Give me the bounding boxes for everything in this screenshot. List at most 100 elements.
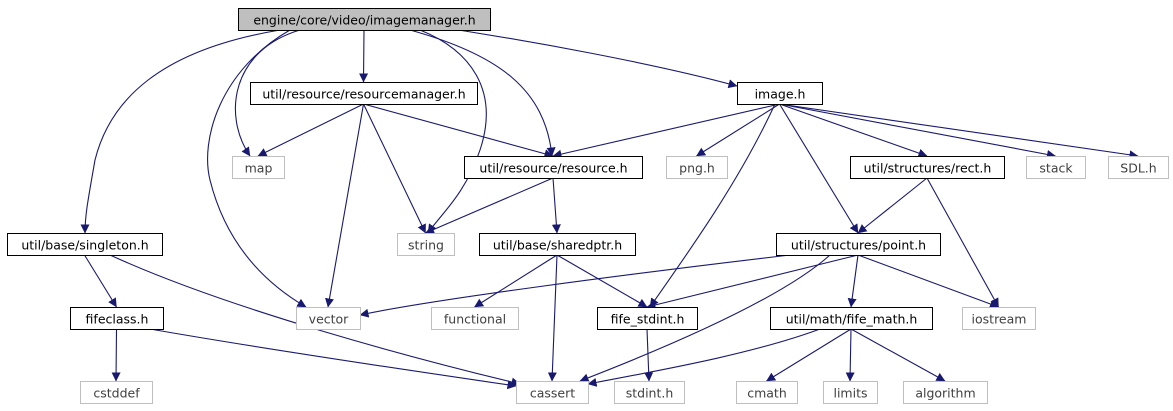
node-label: SDL.h [1120, 161, 1156, 176]
edge-imagemanager-to-resourcemanager [359, 29, 369, 83]
node-box [962, 307, 1036, 330]
node-cstddef: cstddef [80, 381, 153, 404]
edge-resourcemanager-to-map [257, 103, 364, 157]
node-label: fife_stdint.h [611, 312, 685, 327]
edge-sharedptr-to-cassert [547, 254, 558, 382]
node-box [666, 156, 728, 179]
node-box [7, 233, 163, 256]
edge-resourcemanager-to-string [363, 103, 426, 234]
node-stack: stack [1026, 156, 1086, 179]
node-box [823, 381, 878, 404]
node-fifeclass[interactable]: fifeclass.h [70, 307, 164, 330]
node-box [397, 233, 455, 256]
node-label: util/base/singleton.h [21, 238, 148, 253]
node-functional: functional [431, 307, 519, 330]
edge-imagemanager-to-map [234, 29, 301, 157]
node-rect[interactable]: util/structures/rect.h [850, 156, 1005, 179]
node-box [770, 307, 933, 330]
node-label: png.h [679, 161, 715, 176]
edge-point-to-fife_math [847, 254, 859, 308]
edge-singleton-to-cassert [109, 254, 521, 387]
node-label: stack [1039, 161, 1073, 176]
node-iostream: iostream [962, 307, 1036, 330]
node-cassert: cassert [516, 381, 589, 404]
edge-fifeclass-to-cstddef [111, 328, 121, 382]
node-box [776, 233, 941, 256]
node-label: fifeclass.h [86, 312, 149, 327]
node-box [80, 381, 153, 404]
edge-rect-to-point [857, 177, 928, 234]
node-label: engine/core/video/imagemanager.h [253, 13, 475, 28]
edge-resource-to-sharedptr [551, 177, 561, 234]
node-label: util/math/fife_math.h [786, 312, 918, 327]
node-label: util/structures/rect.h [864, 161, 992, 176]
edge-resourcemanager-to-resource [363, 103, 554, 159]
node-resourcemanager[interactable]: util/resource/resourcemanager.h [250, 82, 478, 105]
edges-layer [80, 23, 1139, 390]
node-label: util/structures/point.h [791, 238, 926, 253]
edge-fife_math-to-cassert [587, 328, 821, 387]
node-box [431, 307, 519, 330]
node-label: string [408, 238, 444, 253]
node-label: stdint.h [626, 386, 674, 401]
edge-imagemanager-to-image [417, 23, 738, 89]
node-resource[interactable]: util/resource/resource.h [464, 156, 643, 179]
node-box [70, 307, 164, 330]
node-label: util/resource/resourcemanager.h [262, 87, 465, 102]
node-box [232, 156, 285, 179]
edge-point-to-fife_stdint [646, 254, 859, 310]
node-label: functional [444, 312, 506, 327]
edge-rect-to-iostream [926, 177, 999, 308]
node-limits: limits [823, 381, 878, 404]
node-label: cmath [747, 386, 787, 401]
edge-point-to-vector [359, 254, 791, 318]
edge-fife_math-to-limits [845, 328, 855, 382]
edge-image-to-png [696, 103, 780, 157]
edge-image-to-resource [552, 103, 780, 159]
node-box [614, 381, 685, 404]
node-label: util/resource/resource.h [479, 161, 627, 176]
node-label: limits [833, 386, 867, 401]
node-box [238, 8, 491, 31]
node-box [597, 307, 698, 330]
edge-image-to-point [779, 103, 859, 234]
nodes-layer: engine/core/video/imagemanager.h util/res… [7, 8, 1169, 404]
node-imagemanager[interactable]: engine/core/video/imagemanager.h [238, 8, 491, 31]
node-box [736, 381, 798, 404]
node-box [850, 156, 1005, 179]
edge-image-to-fife_stdint [649, 103, 776, 308]
node-image[interactable]: image.h [737, 82, 823, 105]
node-label: util/base/sharedptr.h [493, 238, 622, 253]
node-cmath: cmath [736, 381, 798, 404]
node-algorithm: algorithm [903, 381, 988, 404]
edge-image-to-rect [779, 103, 928, 158]
node-box [296, 307, 361, 330]
node-string: string [397, 233, 455, 256]
edge-sharedptr-to-fife_stdint [556, 254, 648, 308]
node-sharedptr[interactable]: util/base/sharedptr.h [479, 233, 636, 256]
edge-fife_math-to-cmath [766, 328, 852, 382]
edge-sharedptr-to-functional [474, 254, 558, 308]
edge-resource-to-string [425, 177, 554, 234]
node-box [737, 82, 823, 105]
node-fife_math[interactable]: util/math/fife_math.h [770, 307, 933, 330]
edge-image-to-stack [779, 103, 1056, 159]
node-map: map [232, 156, 285, 179]
node-singleton[interactable]: util/base/singleton.h [7, 233, 163, 256]
node-fife_stdint[interactable]: fife_stdint.h [597, 307, 698, 330]
edge-imagemanager-to-singleton [80, 29, 281, 234]
edge-image-to-sdl [779, 103, 1139, 160]
node-point[interactable]: util/structures/point.h [776, 233, 941, 256]
node-box [1108, 156, 1169, 179]
node-box [464, 156, 643, 179]
edge-singleton-to-fifeclass [84, 254, 117, 308]
edge-fifeclass-to-cassert [149, 328, 517, 390]
edge-point-to-iostream [857, 254, 999, 309]
node-label: cstddef [93, 386, 140, 401]
node-vector: vector [296, 307, 361, 330]
node-box [903, 381, 988, 404]
node-box [479, 233, 636, 256]
node-label: cassert [530, 386, 575, 401]
node-label: algorithm [915, 386, 975, 401]
